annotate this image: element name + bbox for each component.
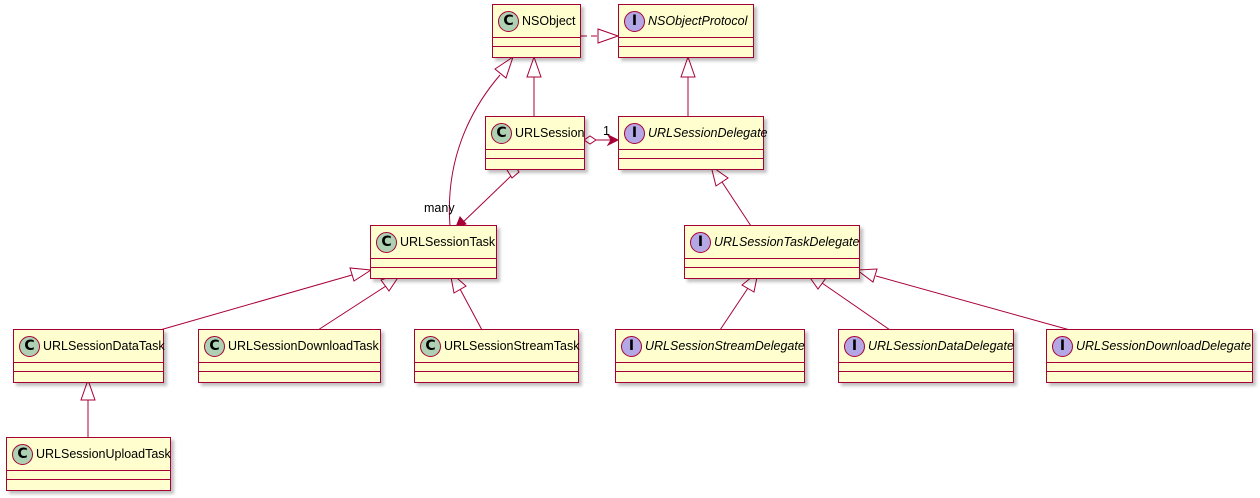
class-name: URLSessionStreamTask (444, 339, 580, 353)
arrowhead-hollow (80, 378, 96, 401)
interface-icon: I (621, 335, 642, 357)
edge-streamdelegate-inherits-taskdelegate (719, 287, 749, 331)
interface-icon: I (844, 335, 865, 357)
arrowhead-hollow (597, 28, 620, 44)
class-icon: C (491, 122, 512, 144)
class-name: URLSession (515, 126, 585, 140)
edge-downloadtask-inherits-task (317, 285, 387, 331)
edge-urlsessiontask-inherits-nsobject (448, 74, 501, 227)
interface-name: URLSessionDataDelegate (868, 339, 1014, 353)
edge-streamtask-inherits-task (459, 288, 483, 331)
arrowhead-hollow (855, 268, 878, 283)
edge-datadelegate-inherits-taskdelegate (821, 282, 891, 331)
interface-icon: I (624, 10, 645, 32)
class-icon: C (19, 335, 40, 357)
edge-taskdelegate-inherits-delegate (721, 181, 752, 227)
interface-icon: I (624, 122, 645, 144)
class-icon: C (498, 10, 519, 32)
class-name: NSObject (522, 14, 576, 28)
class-icon: C (420, 335, 441, 357)
arrowhead-hollow (680, 55, 696, 78)
interface-name: URLSessionStreamDelegate (645, 339, 805, 353)
class-name: URLSessionDownloadTask (228, 339, 379, 353)
edge-urlsession-aggregates-urlsessiontask (458, 174, 513, 227)
interface-icon: I (690, 231, 711, 253)
arrowhead-hollow (349, 267, 373, 282)
class-name: URLSessionDataTask (43, 339, 165, 353)
class-icon: C (12, 443, 33, 465)
multiplicity-many-label: many (424, 201, 455, 215)
interface-icon: I (1052, 335, 1073, 357)
arrowhead-hollow (710, 164, 729, 187)
edge-datatask-inherits-task (159, 274, 353, 331)
arrowhead-filled (606, 133, 620, 147)
aggregation-diamond (583, 135, 597, 145)
interface-name: URLSessionDelegate (648, 126, 768, 140)
interface-name: NSObjectProtocol (648, 14, 748, 28)
class-icon: C (204, 335, 225, 357)
class-name: URLSessionTask (400, 235, 496, 249)
multiplicity-one-label: 1 (603, 124, 610, 138)
arrowhead-hollow (494, 55, 514, 79)
edge-downloaddelegate-inherits-taskdelegate (875, 275, 1071, 331)
arrowhead-hollow (526, 55, 542, 78)
interface-name: URLSessionDownloadDelegate (1076, 339, 1252, 353)
class-icon: C (376, 231, 397, 253)
class-name: URLSessionUploadTask (36, 447, 171, 461)
interface-name: URLSessionTaskDelegate (714, 235, 860, 249)
